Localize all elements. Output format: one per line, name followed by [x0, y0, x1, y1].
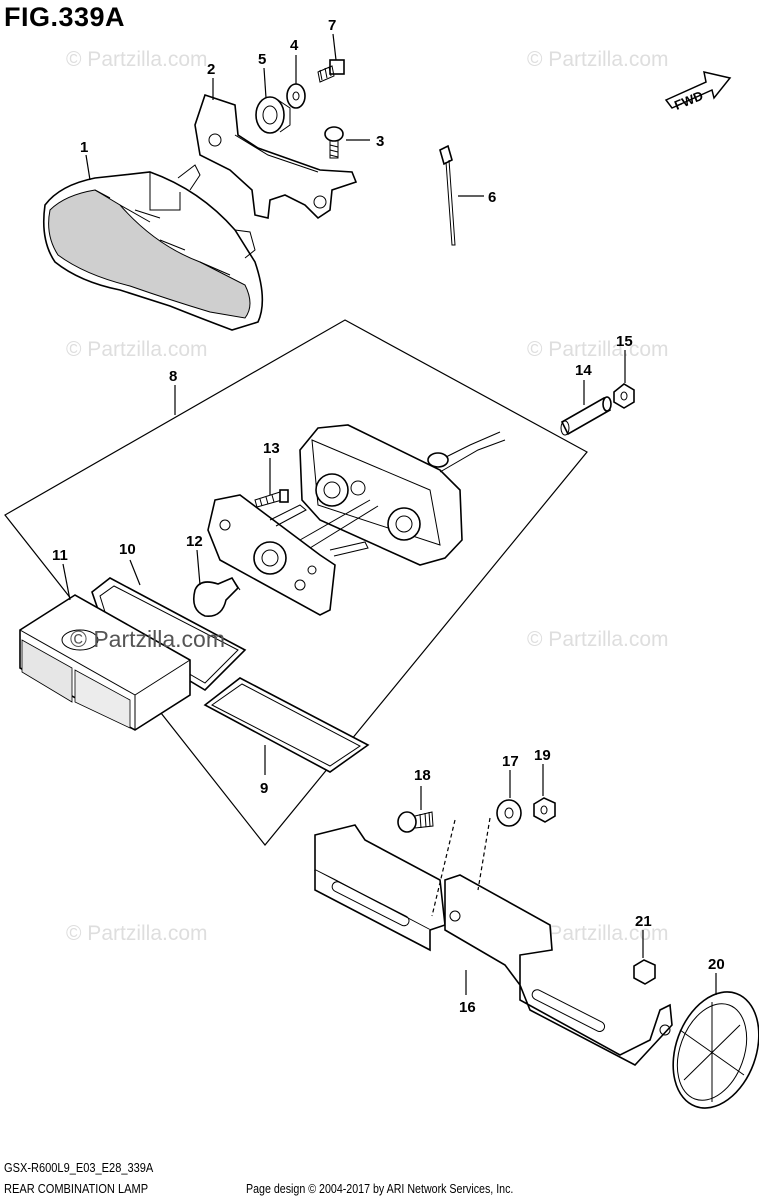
forward-arrow-icon: FWD: [664, 71, 732, 113]
license-lamp-housing: [299, 424, 506, 566]
part-label: 6: [488, 189, 496, 206]
part-label: 11: [52, 547, 68, 564]
part-label: 14: [575, 362, 592, 379]
part-9-lens-cover: [203, 677, 370, 773]
part-label: 16: [459, 999, 476, 1016]
watermark-text: © Partzilla.com: [66, 922, 208, 945]
part-label: 4: [290, 37, 299, 54]
part-1-tail-lamp: [42, 164, 264, 331]
watermark-text: © Partzilla.com: [527, 628, 669, 651]
part-label: 12: [186, 533, 203, 550]
part-5-grommet: [255, 96, 291, 134]
part-2-bracket: [194, 93, 358, 220]
part-label: 2: [207, 61, 215, 78]
watermark-text-large: © Partzilla.com: [70, 626, 225, 652]
part-label: 13: [263, 440, 280, 457]
leader-lines: [62, 33, 717, 995]
part-16-bracket: [314, 824, 673, 1066]
part-label: 3: [376, 133, 384, 150]
assembly-outline-8: [4, 319, 588, 846]
part-labels: 1 2 3 4 5 6 7 8 9 10 11 12 13 14 15 16 1…: [52, 17, 725, 1016]
watermark-text: © Partzilla.com: [527, 48, 669, 71]
part-17-washer: [496, 799, 522, 827]
watermark-text: © Partzilla.com: [66, 338, 208, 361]
part-14-collar: [560, 396, 612, 436]
part-label: 8: [169, 368, 177, 385]
part-13-screw: [254, 489, 289, 508]
page-credit: Page design © 2004-2017 by ARI Network S…: [246, 1181, 514, 1196]
watermark-text: © Partzilla.com: [527, 922, 669, 945]
part-3-screw: [324, 126, 344, 159]
watermark-text: © Partzilla.com: [527, 338, 669, 361]
part-label: 9: [260, 780, 268, 797]
part-4-washer: [286, 83, 306, 109]
part-20-reflector: [672, 991, 759, 1109]
part-18-bolt: [397, 811, 434, 833]
part-label: 21: [635, 913, 652, 930]
part-label: 17: [502, 753, 519, 770]
part-label: 18: [414, 767, 431, 784]
part-label: 5: [258, 51, 266, 68]
part-11-lens: [19, 594, 191, 731]
part-15-nut: [613, 383, 635, 409]
diagram-code: GSX-R600L9_E03_E28_339A: [4, 1160, 154, 1175]
figure-title: FIG.339A: [4, 2, 126, 32]
part-12-bulb: [192, 576, 241, 617]
lamp-socket-plate: [207, 494, 379, 616]
part-label: 1: [80, 139, 88, 156]
watermark-text: © Partzilla.com: [66, 48, 208, 71]
part-6-cable-tie: [439, 144, 456, 246]
part-7-bolt: [317, 59, 345, 83]
fwd-label: FWD: [672, 88, 705, 113]
part-label: 20: [708, 956, 725, 973]
diagram-name: REAR COMBINATION LAMP: [4, 1181, 149, 1196]
part-19-nut: [533, 797, 556, 823]
part-label: 10: [119, 541, 136, 558]
part-label: 15: [616, 333, 633, 350]
part-label: 19: [534, 747, 551, 764]
part-21-nut: [633, 959, 656, 985]
part-label: 7: [328, 17, 336, 34]
